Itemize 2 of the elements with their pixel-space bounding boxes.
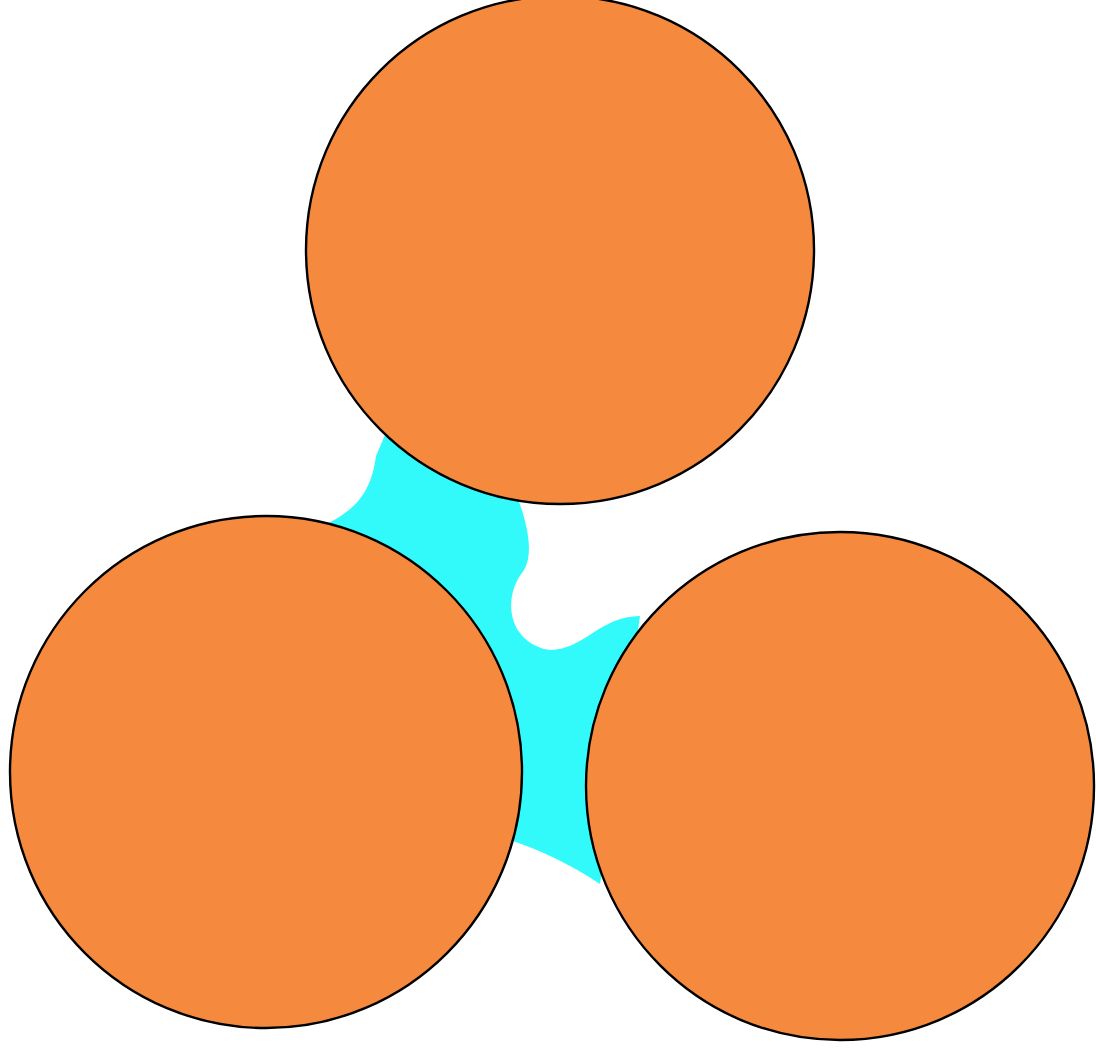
- sphere: [8, 514, 524, 1030]
- sphere: [584, 530, 1096, 1042]
